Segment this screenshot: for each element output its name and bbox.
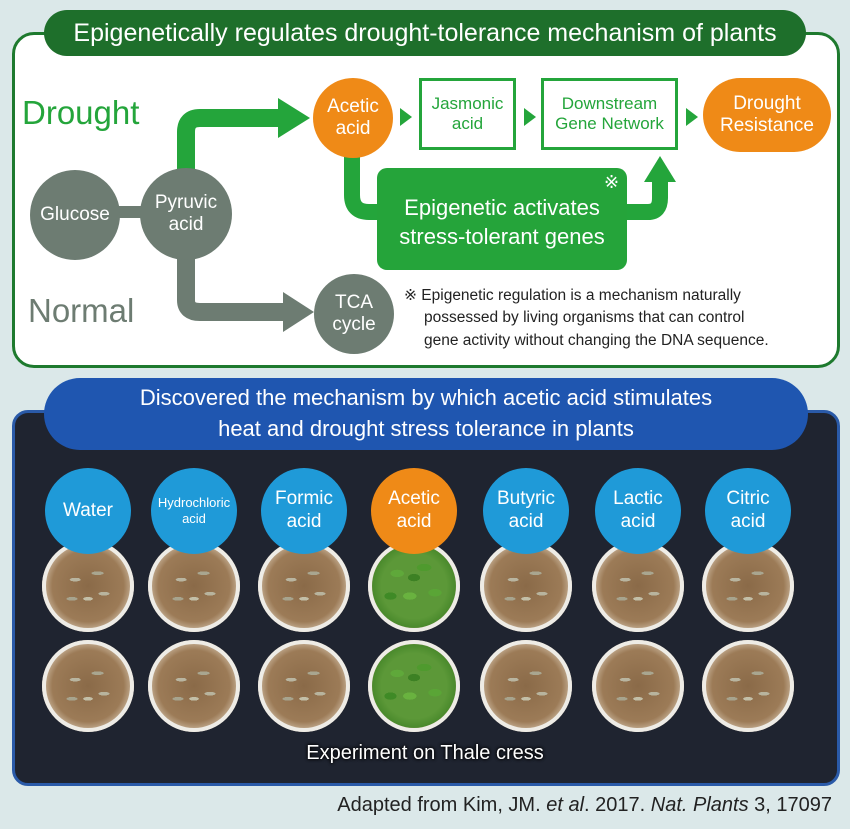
acid-label-line2: acid <box>286 511 322 532</box>
jasmonic-to-downstream-arrow <box>524 108 536 126</box>
acid-label-line2: acid <box>508 511 544 532</box>
citation-journal: Nat. Plants <box>650 794 749 816</box>
acetic-line1: Acetic <box>327 96 379 118</box>
tca-line1: TCA <box>335 292 373 314</box>
acetic-to-jasmonic-arrow <box>400 108 412 126</box>
note-line3: gene activity without changing the DNA s… <box>424 331 769 349</box>
plant-pot <box>480 640 572 732</box>
drought-arrow <box>177 109 280 185</box>
acid-label: Water <box>45 468 131 554</box>
resistance-line2: Resistance <box>720 115 814 136</box>
epi-to-downstream-arrow <box>625 180 668 220</box>
plant-pot <box>368 540 460 632</box>
acid-label-line1: Citric <box>726 488 770 510</box>
tca-line2: cycle <box>332 314 376 335</box>
normal-arrow <box>177 255 285 321</box>
plant-pot <box>148 640 240 732</box>
glucose-label: Glucose <box>40 204 110 226</box>
plant-pot <box>258 540 350 632</box>
plant-pot <box>702 640 794 732</box>
resistance-line1: Drought <box>733 93 801 115</box>
plant-pot <box>148 540 240 632</box>
downstream-line2: Gene Network <box>555 114 664 133</box>
acid-label-line1: Butyric <box>496 488 556 510</box>
jasmonic-line2: acid <box>451 114 484 133</box>
acid-label-line2: acid <box>182 511 206 526</box>
downstream-gene-network-box: Downstream Gene Network <box>541 78 678 150</box>
acid-label-line1: Hydrochloric <box>157 495 231 511</box>
citation: Adapted from Kim, JM. et al. 2017. Nat. … <box>337 794 832 817</box>
acetic-acid-node: Acetic acid <box>313 78 393 158</box>
plant-pot <box>592 640 684 732</box>
plant-pot <box>480 540 572 632</box>
acetic-line2: acid <box>335 118 371 139</box>
plant-pot <box>592 540 684 632</box>
acid-label-line1: Lactic <box>613 488 663 510</box>
footnote: ※ Epigenetic regulation is a mechanism n… <box>404 285 824 352</box>
note-line1: ※ Epigenetic regulation is a mechanism n… <box>404 287 741 304</box>
acid-label-line1: Water <box>63 499 113 521</box>
plant-pot <box>42 540 134 632</box>
drought-arrow-head <box>278 98 310 138</box>
glucose-node: Glucose <box>30 170 120 260</box>
pyruvic-line1: Pyruvic <box>154 192 218 214</box>
epi-line2: stress-tolerant genes <box>399 224 605 249</box>
drought-label: Drought <box>22 94 140 131</box>
plant-pot <box>368 640 460 732</box>
pyruvic-line2: acid <box>168 214 204 235</box>
bottom-title: Discovered the mechanism by which acetic… <box>44 378 808 450</box>
epi-line1: Epigenetic activates <box>404 195 600 221</box>
pyruvic-acid-node: Pyruvic acid <box>140 168 232 260</box>
downstream-line1: Downstream <box>561 94 658 114</box>
top-title: Epigenetically regulates drought-toleran… <box>44 10 806 56</box>
jasmonic-line1: Jasmonic <box>431 94 504 114</box>
drought-resistance-node: Drought Resistance <box>703 78 831 152</box>
downstream-to-resistance-arrow <box>686 108 698 126</box>
citation-etal: et al <box>546 794 585 816</box>
tca-cycle-node: TCA cycle <box>314 274 394 354</box>
plant-pot <box>42 640 134 732</box>
acid-label-line1: Acetic <box>388 488 440 510</box>
bottom-title-line1: Discovered the mechanism by which acetic… <box>139 385 713 411</box>
plant-pot <box>258 640 350 732</box>
citation-middle: . 2017. <box>584 794 651 816</box>
normal-label: Normal <box>28 292 135 329</box>
plant-pot <box>702 540 794 632</box>
acid-label-line2: acid <box>620 511 656 532</box>
acid-label-line2: acid <box>730 511 766 532</box>
acid-label-line1: Formic <box>274 488 334 510</box>
epigenetic-box: Epigenetic activates stress-tolerant gen… <box>377 168 627 270</box>
jasmonic-acid-box: Jasmonic acid <box>419 78 516 150</box>
bottom-title-line2: heat and drought stress tolerance in pla… <box>218 416 634 441</box>
citation-prefix: Adapted from Kim, JM. <box>337 794 547 816</box>
experiment-caption: Experiment on Thale cress <box>306 742 544 764</box>
reference-mark: ※ <box>604 172 620 192</box>
citation-suffix: 3, 17097 <box>748 794 832 816</box>
flow-arrows <box>110 98 698 332</box>
normal-arrow-head <box>283 292 314 332</box>
acetic-to-epi-arrow <box>344 150 380 220</box>
epi-to-downstream-head <box>644 156 676 182</box>
note-line2: possessed by living organisms that can c… <box>424 309 745 327</box>
acid-label-line2: acid <box>396 511 432 532</box>
